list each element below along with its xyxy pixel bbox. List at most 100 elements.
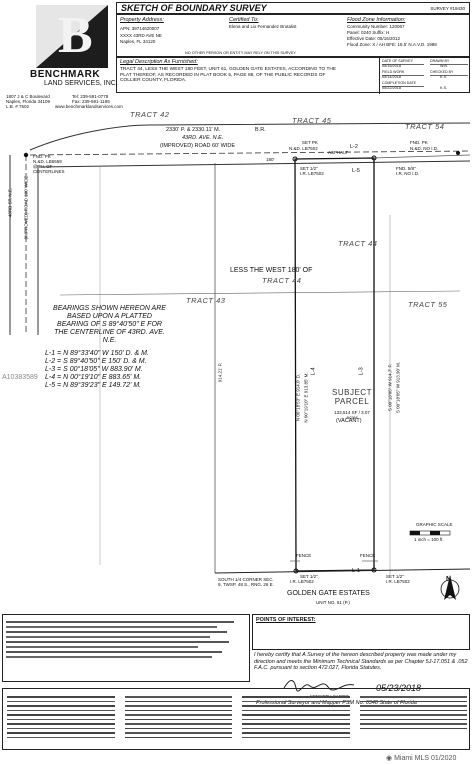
- company-subtitle: LAND SERVICES, INC.: [44, 80, 118, 87]
- company-address-1: 1807 J & C Boulevard: [6, 94, 50, 99]
- set-half-se: SET 1/2": [386, 574, 404, 579]
- tract-45-label: TRACT 45: [292, 116, 332, 125]
- l4-bearing-measured: N 00°19'10" E 913.85' M.: [303, 372, 309, 423]
- fnd-pk-right: FND. PK: [410, 140, 428, 145]
- tract-54-label: TRACT 54: [405, 122, 445, 131]
- property-apn: APN: 39714620007: [120, 26, 160, 31]
- surveyor-notes: [2, 614, 250, 682]
- subdivision-unit: UNIT NO. 61 (P.): [316, 600, 350, 605]
- date-label-2: FIELD WORK: [382, 70, 424, 76]
- l3-label: L-3: [358, 367, 365, 376]
- flood-community: Community Number: 120067: [347, 24, 405, 29]
- fence-label-west: FENCE: [296, 553, 312, 558]
- certification-text: I hereby certify that A Survey of the he…: [254, 652, 468, 671]
- line-table-row: L-5 = N 89°39'23" E 149.72' M.: [45, 382, 142, 389]
- l1-label: L-1: [352, 568, 360, 574]
- surveyor-signature: [283, 680, 355, 692]
- road-dimension: 2330' P. & 2330.11' M.: [166, 127, 221, 133]
- west-road: [9, 155, 39, 335]
- checked-by: K.S.: [440, 75, 448, 79]
- date-label-3: COMPLETION DATE: [382, 81, 424, 87]
- dates-table: DATE OF SURVEY 05/15/2018 DRAWN BY W.B. …: [379, 58, 472, 94]
- side-road-name: 43RD ST. N.E.: [7, 187, 13, 218]
- north-label: N: [446, 576, 452, 583]
- corner-nw-marker: [292, 156, 298, 162]
- listing-id-watermark: A10383589: [2, 374, 38, 381]
- corner-se-marker: [371, 567, 377, 573]
- set-half-nw: SET 1/2": [300, 166, 318, 171]
- mls-logo-icon: ◉: [386, 755, 395, 762]
- company-license: L.B. # 7502: [6, 104, 30, 109]
- road-centerline: [29, 150, 471, 156]
- graphic-scale-label: GRAPHIC SCALE: [416, 522, 453, 527]
- north-arrow-icon: [440, 575, 460, 600]
- property-street: XXXX 43RD AVE NE: [120, 33, 162, 38]
- pi-centerline-marker: [23, 152, 29, 158]
- set-pk: SET PK: [302, 140, 318, 145]
- side-road-description: (IMPROVED) ROAD 100' WIDE: [23, 175, 29, 240]
- bearing-note: BEARINGS SHOWN HEREON ARE BASED UPON A P…: [53, 305, 166, 344]
- l5-label: L-5: [352, 168, 360, 174]
- sketch-drawing: [9, 122, 471, 600]
- road-name: 43RD. AVE. N.E.: [182, 135, 224, 141]
- line-table-row: L-2 = S 89°40'50" E 150' D. & M.: [45, 358, 147, 365]
- ir-lb-sw: I.R. LB7502: [290, 579, 314, 584]
- line-table-row: L-3 = S 00°18'05" W 883.90' M.: [45, 366, 143, 373]
- subject-parcel-outline: [294, 157, 375, 572]
- line-table-row: L-1 = N 89°33'40" W 150' D. & M.: [45, 350, 149, 357]
- line-table-row: L-4 = N 00°19'10" E 883.65' M.: [45, 374, 142, 381]
- reliance-note: NO OTHER PERSON OR ENTITY MAY RELY ON TH…: [185, 51, 296, 55]
- flood-panel: Panel: 0240 Suffix: H: [347, 30, 390, 35]
- flood-effective: Effective Date: 05/16/2012: [347, 36, 400, 41]
- less-west-label: LESS THE WEST 180' OF: [230, 267, 313, 274]
- flood-label: Flood Zone Information:: [347, 17, 406, 23]
- drawn-by-label: DRAWN BY: [430, 59, 468, 65]
- certified-label: Certified To:: [229, 17, 259, 23]
- mls-date: 01/2020: [431, 755, 457, 762]
- fence-label-east: FENCE: [360, 553, 376, 558]
- south-line: [214, 568, 471, 574]
- mls-name: Miami MLS: [394, 755, 430, 762]
- corner-ne-marker: [371, 155, 377, 161]
- asphalt-label: ASPHALT: [328, 150, 349, 155]
- l4-bearing-deed: N 00°18'53" E 914.0' D.: [295, 373, 301, 422]
- road-south-edge: [39, 160, 471, 168]
- graphic-scale-bar: [409, 530, 451, 536]
- tract-42-label: TRACT 42: [130, 110, 170, 119]
- property-city: Naples, FL 34120: [120, 39, 156, 44]
- parcel-area: 133,514 SF / 3.07 Acres: [334, 410, 370, 420]
- company-address-2: Naples, Florida 34109: [6, 99, 51, 104]
- l4-label: L-4: [310, 367, 317, 376]
- survey-title: SKETCH OF BOUNDARY SURVEY: [121, 3, 267, 13]
- company-logo: B: [36, 5, 108, 68]
- ir-no-id: I.R. NO I.D.: [396, 171, 420, 176]
- corner-sw-marker: [293, 568, 299, 574]
- ir-lb-se: I.R. LB7502: [386, 579, 410, 584]
- set-half-sw: SET 1/2": [300, 574, 318, 579]
- points-label: POINTS OF INTEREST:: [256, 617, 316, 623]
- subdivision-name: GOLDEN GATE ESTATES: [287, 590, 370, 597]
- abbreviation-legend: [2, 688, 470, 750]
- west-dimension: 914.21' P.: [217, 362, 223, 383]
- fnd-pk-marker: [456, 151, 460, 155]
- less-west-tract: TRACT 44: [262, 276, 302, 285]
- drawn-by: W.B.: [440, 64, 449, 68]
- mls-watermark: ◉ Miami MLS 01/2020: [386, 754, 456, 762]
- tract-43-label: TRACT 43: [186, 296, 226, 305]
- fnd-pk-left: FND. PK: [33, 154, 51, 159]
- nad-left: N.&D. LB6559: [33, 159, 62, 164]
- ir-lb-nw: I.R. LB7502: [300, 171, 324, 176]
- points-of-interest: POINTS OF INTEREST:: [252, 614, 470, 650]
- date-value-1: 05/15/2018: [382, 64, 402, 68]
- vacant-label: (VACANT): [336, 418, 362, 424]
- certified-to: Elena and Lix Fernandez Brutalist: [229, 24, 297, 29]
- title-bar: SKETCH OF BOUNDARY SURVEY SURVEY #19430: [116, 2, 470, 14]
- road-lines: [29, 122, 471, 168]
- scale-ratio: 1 inch = 100 ft.: [414, 537, 444, 542]
- tract-55-label: TRACT 55: [408, 300, 448, 309]
- date-value-3: 05/22/2018: [382, 86, 402, 90]
- legal-description: TRACT 44, LESS THE WEST 180 FEET, UNIT 6…: [120, 67, 337, 84]
- road-north-edge: [29, 122, 471, 151]
- legal-label: Legal Description As Furnished:: [120, 59, 198, 65]
